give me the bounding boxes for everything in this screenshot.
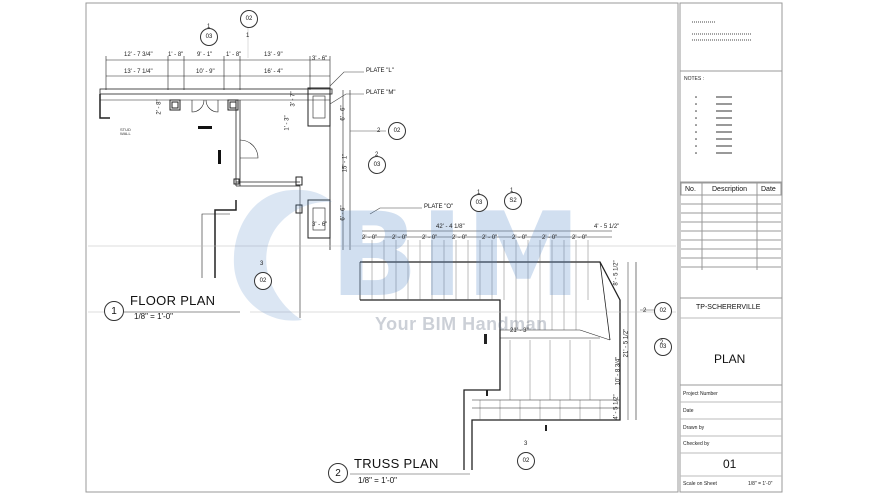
section-mark-right-b[interactable]: 03 [368,156,386,174]
field-date: Date [683,408,694,414]
section-mark-truss-right-a[interactable]: 02 [654,302,672,320]
section-mark-mid-a[interactable]: 03 [470,194,488,212]
section-mark-mid-a-num: 1 [477,190,481,196]
dim-second-1: 13' - 7 1/4" [124,69,153,75]
section-mark-truss-right-b[interactable]: 03 [654,338,672,356]
truss-spacing-1: 2' - 0" [362,235,378,241]
truss-spacing-8: 2' - 0" [572,235,588,241]
truss-overall-dim: 42' - 4 1/8" [436,224,465,230]
truss-mid-dim: 21' - 3" [510,328,529,334]
dim-second-2: 10' - 9" [196,69,215,75]
dim-top-4: 1' - 8" [226,52,242,58]
section-mark-left-floor[interactable]: 02 [254,272,272,290]
truss-spacing-6: 2' - 0" [512,235,528,241]
truss-spacing-7: 2' - 0" [542,235,558,241]
dim-left-v2: 1' - 3" [284,115,291,131]
section-mark-truss-bottom-num: 3 [524,441,528,447]
sheet-number: 01 [723,457,737,471]
plate-m-label: PLATE "M" [366,90,396,96]
dim-second-3: 16' - 4" [264,69,283,75]
plate-o-label: PLATE "O" [424,204,454,210]
truss-right-v3: 8' - 5 1/2" [613,260,620,286]
notes-label: NOTES : [684,76,705,82]
scale-value: 1/8" = 1'-0" [748,481,773,487]
view-title-truss-plan: TRUSS PLAN [354,456,439,471]
dim-right-v4: 6' - 6" [340,205,347,221]
field-project-number: Project Number [683,391,718,397]
dim-top-3: 9' - 1" [197,52,213,58]
dim-right-mid: 3' - 6" [312,222,328,228]
truss-right-v2: 10' - 8 3/4" [615,356,622,386]
dim-right-top: 3' - 6" [312,56,328,62]
dim-left-v1: 2' - 8" [156,99,163,115]
section-mark-left-floor-num: 3 [260,261,264,267]
rev-header-description: Description [712,186,748,193]
view-scale-truss-plan: 1/8" = 1'-0" [358,476,398,485]
truss-spacing-5: 2' - 0" [482,235,498,241]
truss-spacing-3: 2' - 0" [422,235,438,241]
project-name: TP-SCHERERVILLE [696,304,761,311]
scale-label: Scale on Sheet [683,481,717,487]
section-mark-top-b[interactable]: 03 [200,28,218,46]
rev-header-no: No. [685,186,696,193]
section-mark-top-b-num: 1 [207,24,211,30]
truss-right-v1: 21' - 5 1/2" [623,328,630,358]
plate-l-label: PLATE "L" [366,68,394,74]
section-mark-top-a[interactable]: 02 [240,10,258,28]
truss-spacing-2: 2' - 0" [392,235,408,241]
dim-right-v2: 6' - 6" [340,105,347,121]
section-mark-top-a-sheet: 1 [246,33,250,39]
field-drawn-by: Drawn by [683,425,705,431]
section-mark-truss-bottom[interactable]: 02 [517,452,535,470]
dim-top-1: 12' - 7 3/4" [124,52,153,58]
view-number-truss-plan: 2 [328,463,348,483]
truss-right-v4: 4' - 5 1/2" [613,394,620,420]
section-mark-mid-b-sheet: 1 [510,188,514,194]
section-mark-right-b-num: 2 [375,152,379,158]
rev-header-date: Date [761,186,776,193]
section-mark-right-a-num: 2 [377,128,381,134]
section-mark-truss-right-a-num: 2 [643,308,647,314]
view-scale-floor-plan: 1/8" = 1'-0" [134,312,174,321]
field-checked-by: Checked by [683,441,710,447]
dim-top-2: 1' - 8" [168,52,184,58]
dim-right-v3: 15' - 1" [342,153,349,173]
dim-right-v1: 3' - 7" [290,91,297,107]
stud-wall-note: STUD WALL [120,127,131,136]
section-mark-truss-right-b-num: 2 [660,340,664,346]
truss-spacing-4: 2' - 0" [452,235,468,241]
truss-end-dim: 4' - 5 1/2" [594,224,620,230]
view-number-floor-plan: 1 [104,301,124,321]
watermark-tagline: Your BIM Handman [375,314,548,334]
dim-top-5: 13' - 9" [264,52,283,58]
sheet-name: PLAN [714,352,746,366]
section-mark-right-a[interactable]: 02 [388,122,406,140]
section-mark-mid-b[interactable]: S2 [504,192,522,210]
watermark-logo: BIM [330,188,584,323]
view-title-floor-plan: FLOOR PLAN [130,293,216,308]
